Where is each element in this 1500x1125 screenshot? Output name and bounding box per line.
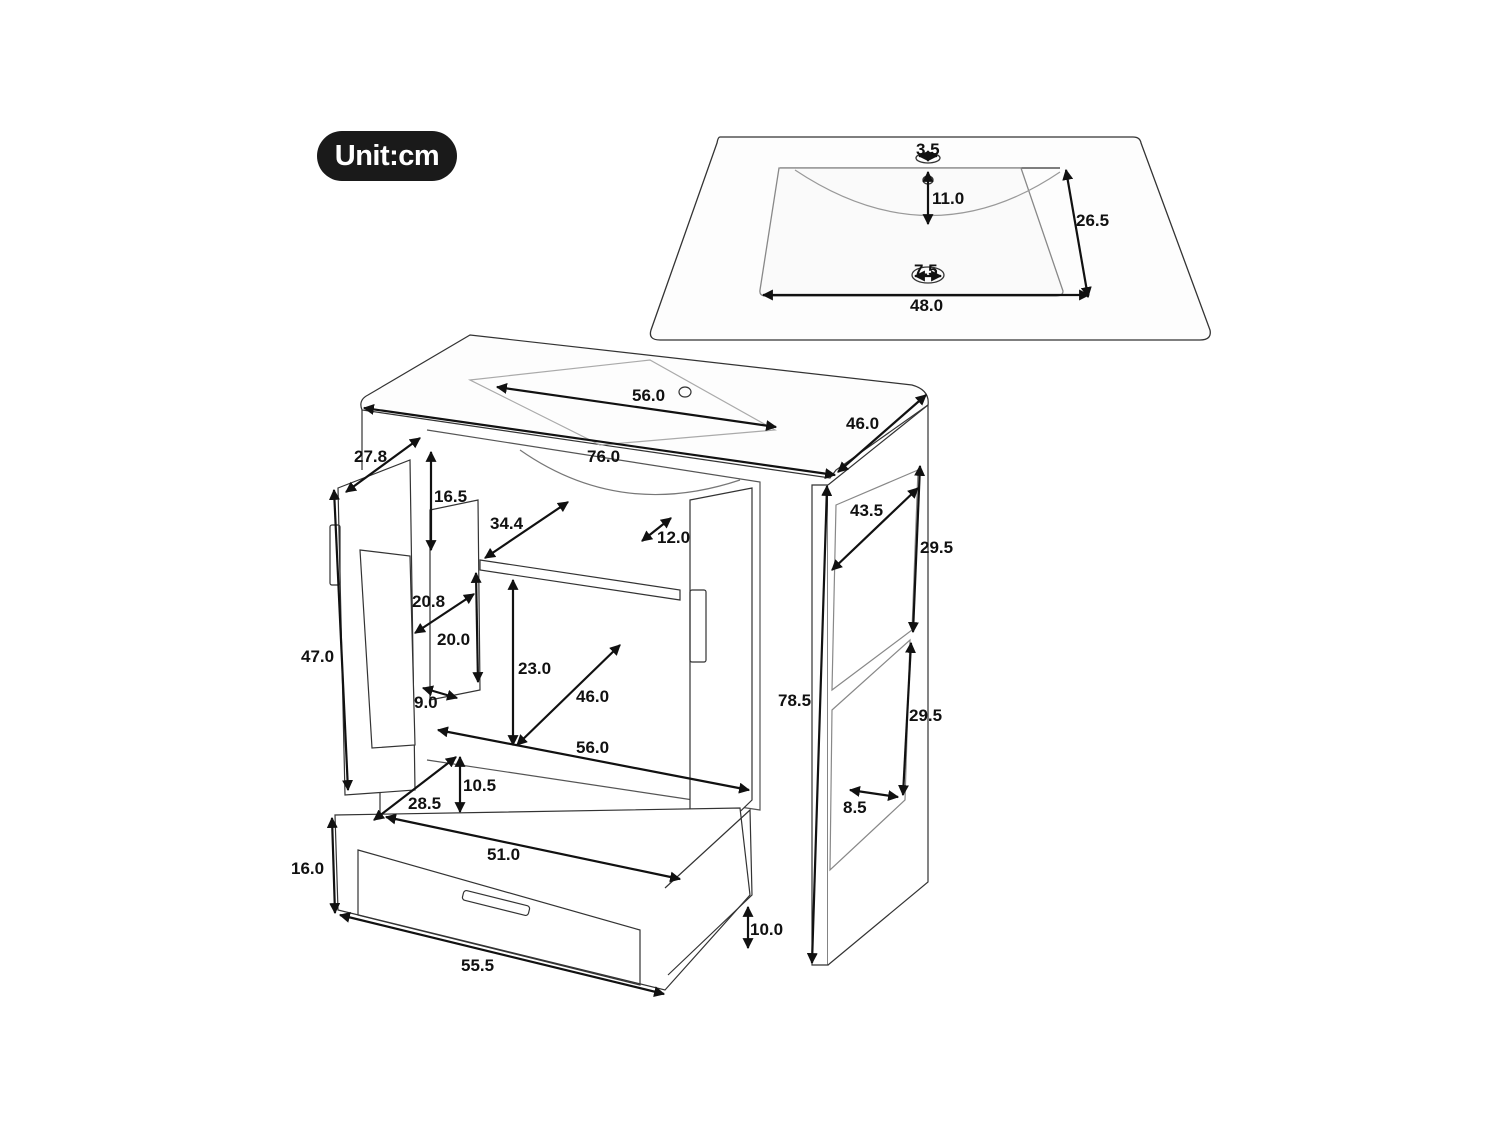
- label-cabinet-shelf-depth: 34.4: [490, 514, 524, 533]
- label-side-lower-shelf-height: 29.5: [909, 706, 943, 725]
- unit-badge: Unit:cm: [317, 131, 457, 181]
- label-side-shelf-depth: 43.5: [850, 501, 884, 520]
- label-overall-height: 78.5: [778, 691, 812, 710]
- label-faucet-hole: 3.5: [916, 140, 940, 159]
- label-cabinet-interior-height: 23.0: [518, 659, 552, 678]
- label-cabinet-interior-width: 56.0: [576, 738, 610, 757]
- label-bowl-width: 48.0: [910, 296, 944, 315]
- label-drawer-inner-height: 10.5: [463, 776, 497, 795]
- label-toe-kick-height: 10.0: [750, 920, 784, 939]
- label-door-width: 27.8: [354, 447, 388, 466]
- vanity-cabinet: [329, 334, 929, 991]
- label-door-shelf-height: 20.0: [437, 630, 471, 649]
- label-door-shelf-width: 20.8: [412, 592, 446, 611]
- label-drawer-inner-depth: 28.5: [408, 794, 442, 813]
- label-bowl-depth: 11.0: [932, 189, 965, 208]
- label-door-height: 47.0: [301, 647, 335, 666]
- label-side-upper-shelf-height: 29.5: [920, 538, 954, 557]
- label-side-shelf-lip: 8.5: [843, 798, 867, 817]
- label-cabinet-interior-depth: 46.0: [576, 687, 610, 706]
- label-drawer-front-height: 16.0: [291, 859, 325, 878]
- label-hinge-height: 16.5: [434, 487, 468, 506]
- label-bowl-front-to-back: 26.5: [1076, 211, 1110, 230]
- label-drawer-inner-width: 51.0: [487, 845, 521, 864]
- label-drawer-front-width: 55.5: [461, 956, 495, 975]
- label-door-shelf-depth: 9.0: [414, 693, 438, 712]
- label-drain-hole: 7.5: [914, 261, 938, 280]
- label-overall-width: 76.0: [587, 447, 621, 466]
- label-overall-depth: 46.0: [846, 414, 880, 433]
- label-shelf-rear-gap: 12.0: [657, 528, 691, 547]
- label-basin-width: 56.0: [632, 386, 666, 405]
